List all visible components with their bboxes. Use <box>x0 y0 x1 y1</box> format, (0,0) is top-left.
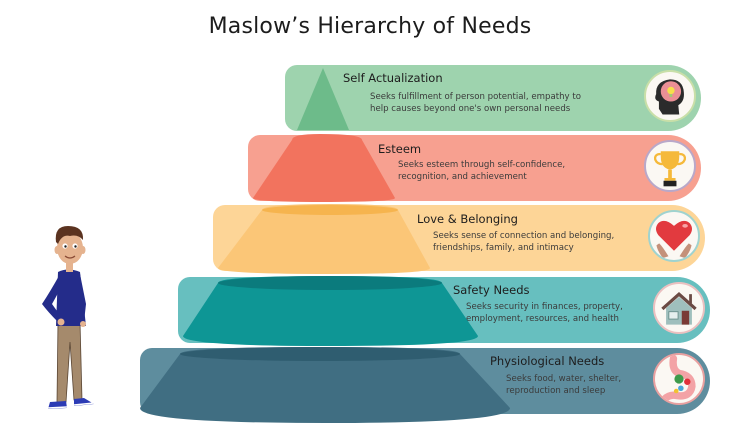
level-description-line2: recognition, and achievement <box>398 171 527 182</box>
level-description-line1: Seeks fulfillment of person potential, e… <box>370 92 582 102</box>
level-title: Safety Needs <box>453 283 530 297</box>
level-description-line1: Seeks security in finances, property, <box>466 302 623 312</box>
trophy-icon <box>644 140 696 192</box>
level-description-line2: friendships, family, and intimacy <box>433 242 574 253</box>
level-title: Love & Belonging <box>417 212 518 226</box>
level-title: Self Actualization <box>343 71 443 85</box>
page-title: Maslow’s Hierarchy of Needs <box>208 14 532 39</box>
stomach-food-icon <box>653 353 705 405</box>
level-self-actualization: Self Actualization Seeks fulfillment of … <box>285 65 701 131</box>
house-icon <box>653 282 705 334</box>
level-title: Physiological Needs <box>490 354 605 368</box>
pyramid-tier-love <box>218 204 430 274</box>
pyramid-tier-self-actualization <box>297 68 349 130</box>
level-title: Esteem <box>378 142 422 156</box>
heart-in-hands-icon <box>648 210 700 262</box>
pyramid-tier-physiological <box>140 347 510 423</box>
level-description-line2: employment, resources, and health <box>466 313 619 324</box>
brain-lightbulb-icon <box>644 70 696 122</box>
level-description-line1: Seeks esteem through self-confidence, <box>398 160 566 170</box>
level-description-line1: Seeks food, water, shelter, <box>506 374 622 384</box>
level-description-line2: reproduction and sleep <box>506 385 606 396</box>
cartoon-man-character <box>42 226 95 409</box>
level-description-line2: help causes beyond one's own personal ne… <box>370 103 571 114</box>
pyramid-tier-safety <box>183 276 478 346</box>
pyramid-tier-esteem <box>253 134 395 202</box>
level-description-line1: Seeks sense of connection and belonging, <box>433 231 615 241</box>
